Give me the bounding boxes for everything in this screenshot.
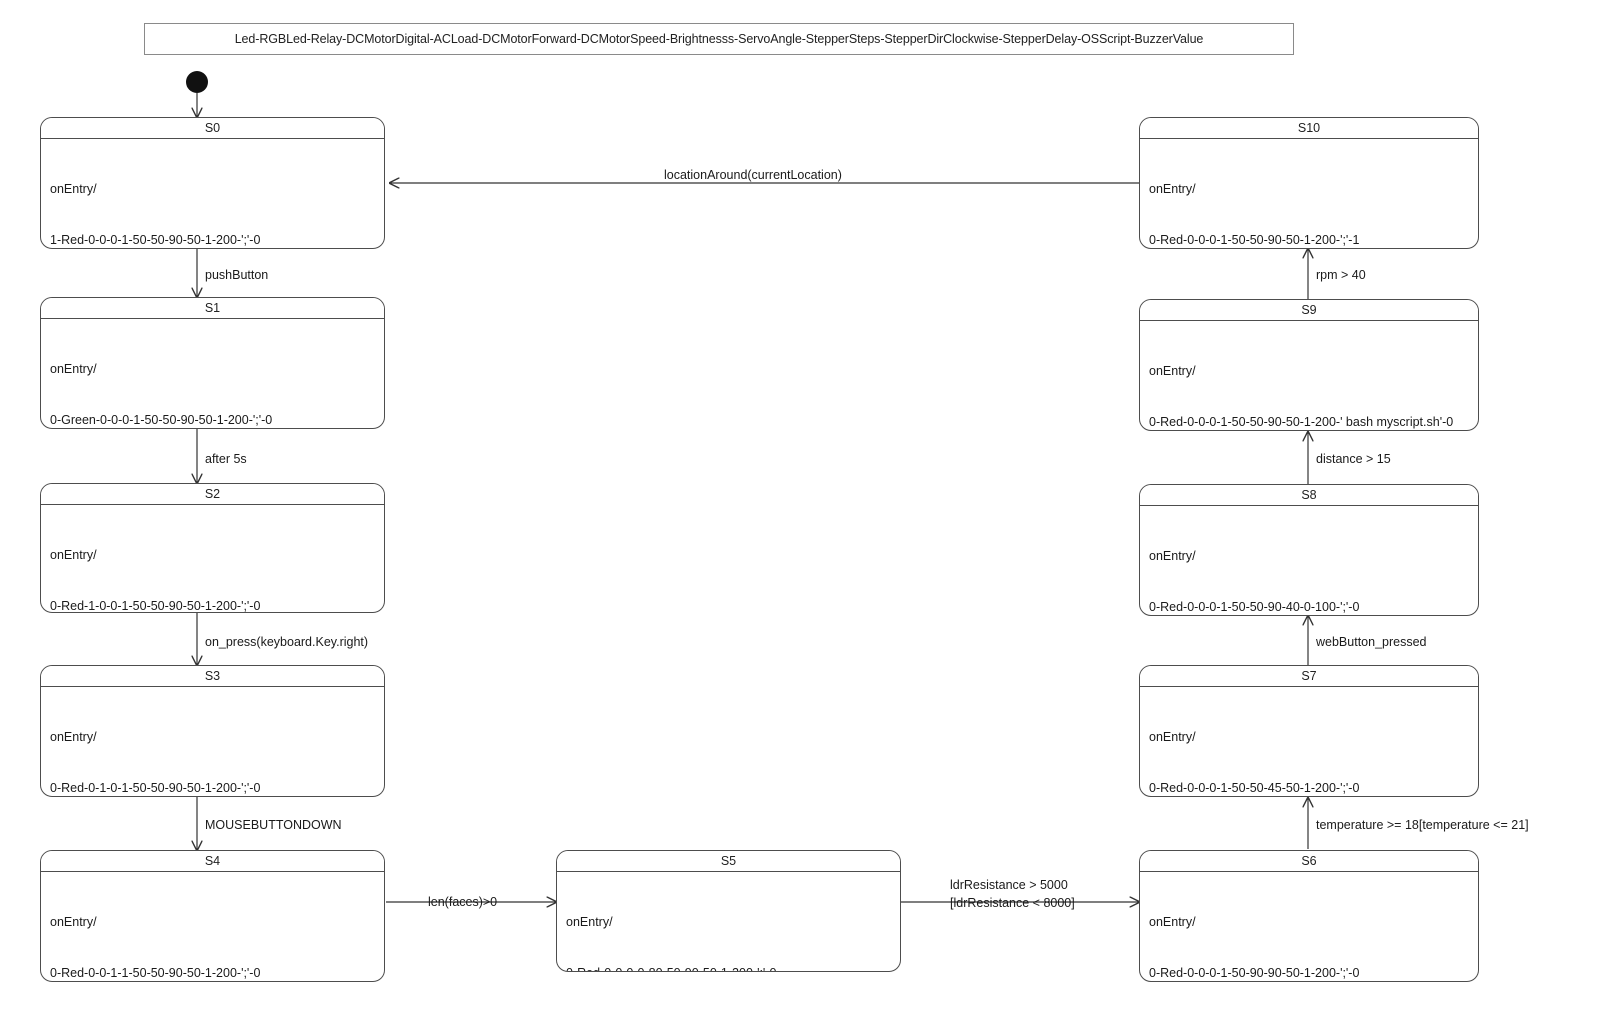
state-body-s1: onEntry/ 0-Green-0-0-0-1-50-50-90-50-1-2… (41, 319, 384, 428)
onentry-action-s8: 0-Red-0-0-0-1-50-50-90-40-0-100-';'-0 (1149, 600, 1360, 614)
state-body-s2: onEntry/ 0-Red-1-0-0-1-50-50-90-50-1-200… (41, 505, 384, 613)
state-body-s6: onEntry/ 0-Red-0-0-0-1-50-90-90-50-1-200… (1140, 872, 1478, 981)
edge-label-temperature: temperature >= 18[temperature <= 21] (1316, 818, 1529, 832)
state-node-s10[interactable]: S10 onEntry/ 0-Red-0-0-0-1-50-50-90-50-1… (1139, 117, 1479, 249)
state-title-s0: S0 (41, 118, 384, 139)
state-title-s8: S8 (1140, 485, 1478, 506)
edge-label-on-press: on_press(keyboard.Key.right) (205, 635, 369, 649)
state-body-s4: onEntry/ 0-Red-0-0-1-1-50-50-90-50-1-200… (41, 872, 384, 981)
onentry-label-s0: onEntry/ (50, 182, 97, 196)
state-body-s5: onEntry/ 0-Red-0-0-0-0-80-50-90-50-1-200… (557, 872, 900, 971)
state-title-s4: S4 (41, 851, 384, 872)
state-body-s3: onEntry/ 0-Red-0-1-0-1-50-50-90-50-1-200… (41, 687, 384, 796)
edge-label-mousebuttondown: MOUSEBUTTONDOWN (205, 818, 342, 832)
state-body-s9: onEntry/ 0-Red-0-0-0-1-50-50-90-50-1-200… (1140, 321, 1478, 430)
edge-label-ldr-line1: ldrResistance > 5000 (950, 878, 1068, 892)
diagram-title-box: Led-RGBLed-Relay-DCMotorDigital-ACLoad-D… (144, 23, 1294, 55)
state-node-s3[interactable]: S3 onEntry/ 0-Red-0-1-0-1-50-50-90-50-1-… (40, 665, 385, 797)
onentry-action-s10: 0-Red-0-0-0-1-50-50-90-50-1-200-';'-1 (1149, 233, 1360, 247)
onentry-label-s2: onEntry/ (50, 548, 97, 562)
state-title-s7: S7 (1140, 666, 1478, 687)
state-node-s8[interactable]: S8 onEntry/ 0-Red-0-0-0-1-50-50-90-40-0-… (1139, 484, 1479, 616)
edge-label-rpm: rpm > 40 (1316, 268, 1366, 282)
onentry-action-s2: 0-Red-1-0-0-1-50-50-90-50-1-200-';'-0 (50, 599, 261, 613)
edge-label-len-faces: len(faces)>0 (428, 895, 498, 909)
onentry-action-s5: 0-Red-0-0-0-0-80-50-90-50-1-200-';'-0 (566, 965, 900, 971)
onentry-label-s1: onEntry/ (50, 362, 97, 376)
onentry-action-s1: 0-Green-0-0-0-1-50-50-90-50-1-200-';'-0 (50, 413, 273, 427)
initial-state-node (186, 71, 208, 93)
state-body-s7: onEntry/ 0-Red-0-0-0-1-50-50-45-50-1-200… (1140, 687, 1478, 796)
onentry-label-s10: onEntry/ (1149, 182, 1196, 196)
state-node-s1[interactable]: S1 onEntry/ 0-Green-0-0-0-1-50-50-90-50-… (40, 297, 385, 429)
state-node-s9[interactable]: S9 onEntry/ 0-Red-0-0-0-1-50-50-90-50-1-… (1139, 299, 1479, 431)
edge-label-locationaround: locationAround(currentLocation) (664, 168, 842, 182)
edge-label-webbutton: webButton_pressed (1316, 635, 1427, 649)
state-body-s0: onEntry/ 1-Red-0-0-0-1-50-50-90-50-1-200… (41, 139, 384, 248)
onentry-label-s6: onEntry/ (1149, 915, 1196, 929)
edge-label-ldr-line2: [ldrResistance < 8000] (950, 896, 1075, 910)
state-title-s1: S1 (41, 298, 384, 319)
state-body-s8: onEntry/ 0-Red-0-0-0-1-50-50-90-40-0-100… (1140, 506, 1478, 615)
state-title-s3: S3 (41, 666, 384, 687)
onentry-action-s6: 0-Red-0-0-0-1-50-90-90-50-1-200-';'-0 (1149, 966, 1360, 980)
onentry-action-s0: 1-Red-0-0-0-1-50-50-90-50-1-200-';'-0 (50, 233, 261, 247)
edge-label-after-5s: after 5s (205, 452, 247, 466)
onentry-label-s7: onEntry/ (1149, 730, 1196, 744)
edge-label-distance: distance > 15 (1316, 452, 1391, 466)
state-title-s6: S6 (1140, 851, 1478, 872)
state-node-s2[interactable]: S2 onEntry/ 0-Red-1-0-0-1-50-50-90-50-1-… (40, 483, 385, 613)
edge-label-pushbutton: pushButton (205, 268, 269, 282)
state-node-s5[interactable]: S5 onEntry/ 0-Red-0-0-0-0-80-50-90-50-1-… (556, 850, 901, 972)
onentry-action-s4: 0-Red-0-0-1-1-50-50-90-50-1-200-';'-0 (50, 966, 261, 980)
state-title-s9: S9 (1140, 300, 1478, 321)
state-body-s10: onEntry/ 0-Red-0-0-0-1-50-50-90-50-1-200… (1140, 139, 1478, 248)
state-node-s4[interactable]: S4 onEntry/ 0-Red-0-0-1-1-50-50-90-50-1-… (40, 850, 385, 982)
onentry-action-s3: 0-Red-0-1-0-1-50-50-90-50-1-200-';'-0 (50, 781, 261, 795)
state-node-s6[interactable]: S6 onEntry/ 0-Red-0-0-0-1-50-90-90-50-1-… (1139, 850, 1479, 982)
state-node-s0[interactable]: S0 onEntry/ 1-Red-0-0-0-1-50-50-90-50-1-… (40, 117, 385, 249)
state-title-s2: S2 (41, 484, 384, 505)
page-title: Led-RGBLed-Relay-DCMotorDigital-ACLoad-D… (234, 32, 1204, 46)
onentry-label-s5: onEntry/ (566, 915, 613, 929)
onentry-label-s3: onEntry/ (50, 730, 97, 744)
state-node-s7[interactable]: S7 onEntry/ 0-Red-0-0-0-1-50-50-45-50-1-… (1139, 665, 1479, 797)
state-title-s5: S5 (557, 851, 900, 872)
state-title-s10: S10 (1140, 118, 1478, 139)
onentry-label-s8: onEntry/ (1149, 549, 1196, 563)
onentry-action-s7: 0-Red-0-0-0-1-50-50-45-50-1-200-';'-0 (1149, 781, 1360, 795)
onentry-label-s9: onEntry/ (1149, 364, 1196, 378)
onentry-label-s4: onEntry/ (50, 915, 97, 929)
onentry-action-s9: 0-Red-0-0-0-1-50-50-90-50-1-200-' bash m… (1149, 415, 1454, 429)
